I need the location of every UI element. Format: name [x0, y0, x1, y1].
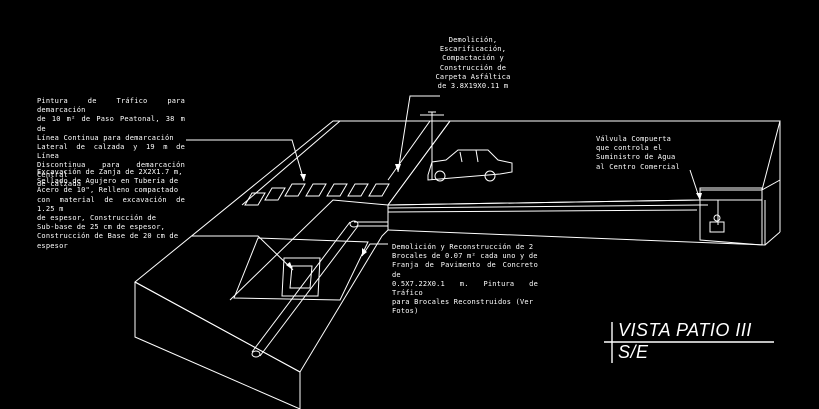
view-title: VISTA PATIO III S/E [604, 318, 774, 364]
side-slab-top [386, 120, 781, 206]
excavation-pit [233, 237, 369, 301]
utility-pole [420, 111, 444, 180]
road-slab-front [134, 282, 301, 409]
note-brocales: Demolición y Reconstrucción de 2 Brocale… [392, 243, 538, 316]
leader-excavacion [192, 235, 294, 271]
valve-chamber [699, 187, 763, 246]
view-title-scale: S/E [618, 342, 649, 362]
note-pintura: Pintura de Tráfico para demarcación de 1… [37, 97, 185, 188]
note-demolicion: Demolición, Escarificación, Compactación… [435, 36, 511, 91]
leader-demolicion [397, 95, 440, 173]
leader-pintura [186, 139, 305, 182]
note-excavacion: Excavación de Zanja de 2X2X1.7 m, Sellad… [37, 168, 185, 250]
crosswalk [244, 183, 390, 206]
pipe [251, 220, 388, 358]
view-title-name: VISTA PATIO III [618, 320, 752, 340]
note-valvula: Válvula Compuerta que controla el Sumini… [596, 135, 680, 171]
car [427, 149, 513, 182]
road-slab-top [134, 120, 451, 373]
